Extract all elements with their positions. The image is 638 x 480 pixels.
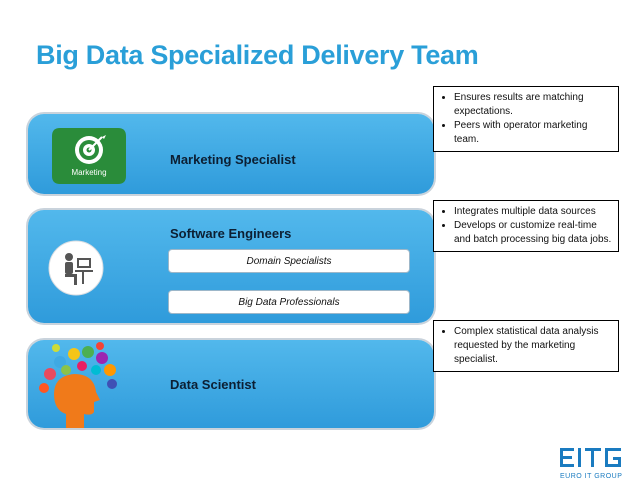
note-marketing: Ensures results are matching expectation… — [433, 86, 619, 152]
note-software-engineers: Integrates multiple data sources Develop… — [433, 200, 619, 252]
note-data-scientist-item: Complex statistical data analysis reques… — [454, 325, 612, 367]
developer-at-desk-icon — [48, 240, 104, 301]
note-software-item: Develops or customize real-time and batc… — [454, 219, 612, 247]
slide-title: Big Data Specialized Delivery Team — [36, 40, 479, 70]
band-label-software-engineers: Software Engineers — [170, 226, 292, 241]
eitg-logo-mark — [560, 448, 621, 467]
sub-item-big-data-professionals: Big Data Professionals — [168, 290, 410, 314]
marketing-target-icon: Marketing — [52, 128, 126, 189]
data-scientist-head-icon — [36, 342, 122, 435]
note-marketing-item: Peers with operator marketing team. — [454, 119, 612, 147]
sub-item-domain-specialists: Domain Specialists — [168, 249, 410, 273]
note-data-scientist: Complex statistical data analysis reques… — [433, 320, 619, 372]
band-data-scientist — [28, 340, 434, 428]
logo-subtitle: EURO IT GROUP — [560, 473, 623, 480]
eitg-logo: EURO IT GROUP — [560, 448, 632, 480]
marketing-icon-label: Marketing — [71, 168, 106, 177]
band-label-data-scientist: Data Scientist — [170, 377, 256, 392]
band-label-marketing: Marketing Specialist — [170, 152, 296, 167]
note-software-item: Integrates multiple data sources — [454, 205, 612, 219]
note-marketing-item: Ensures results are matching expectation… — [454, 91, 612, 119]
